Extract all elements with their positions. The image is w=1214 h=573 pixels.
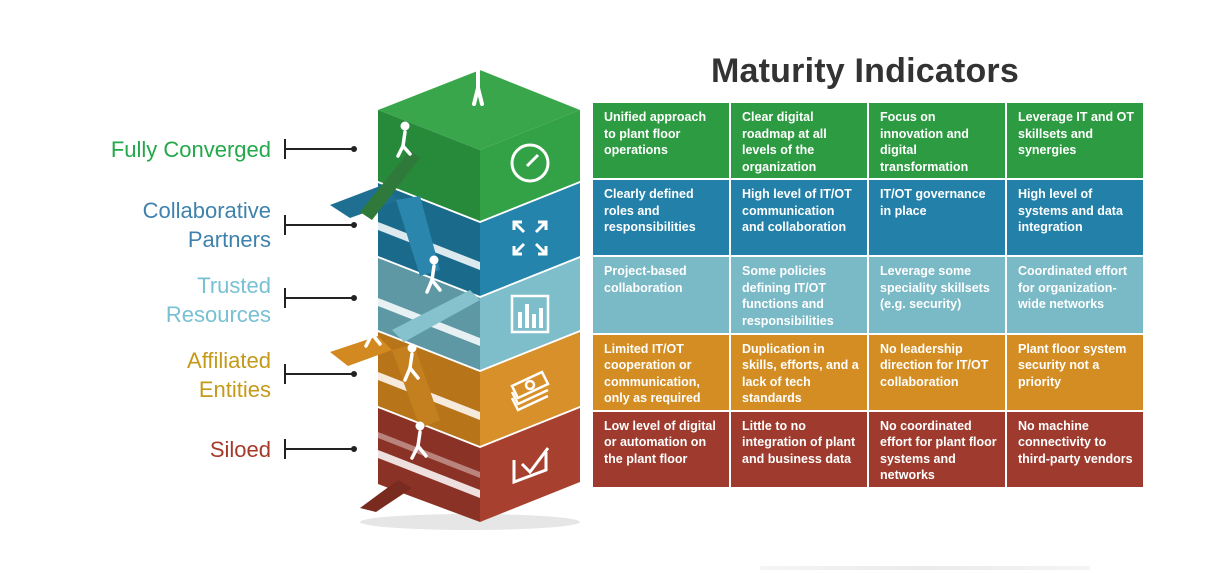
connector-fully-converged: [284, 139, 357, 159]
level-label-affiliated-entities: Affiliated Entities: [187, 346, 271, 404]
level-label-line1: Affiliated: [187, 348, 271, 373]
indicator-cell: High level of systems and data integrati…: [1007, 180, 1143, 256]
expand-arrows-icon: [512, 220, 548, 256]
ramp-collaborative-2: [396, 196, 440, 276]
tower-layer-siloed: [378, 408, 580, 522]
compass-icon: [510, 143, 550, 183]
maturity-indicators-table: Unified approach to plant floor operatio…: [593, 103, 1143, 487]
connector-collaborative-partners: [284, 215, 357, 235]
level-label-fully-converged: Fully Converged: [111, 135, 271, 164]
level-label-line1: Siloed: [209, 437, 271, 462]
level-label-line1: Fully Converged: [110, 137, 271, 162]
indicator-cell: Coordinated effort for organization-wide…: [1007, 257, 1143, 333]
ramp-affiliated-2: [392, 344, 440, 428]
level-label-line1: Collaborative: [142, 198, 271, 223]
connector-affiliated-entities: [284, 364, 357, 384]
indicator-cell: Little to no integration of plant and bu…: [731, 411, 867, 487]
indicator-cell: Leverage some speciality skillsets (e.g.…: [869, 257, 1005, 333]
ramp-affiliated: [330, 336, 392, 366]
indicator-cell: No coordinated effort for plant floor sy…: [869, 411, 1005, 487]
indicator-cell: Project-based collaboration: [593, 257, 729, 333]
connector-trusted-resources: [284, 288, 357, 308]
money-stack-icon: [510, 370, 550, 412]
level-label-collaborative-partners: Collaborative Partners: [143, 196, 271, 254]
indicator-cell: High level of IT/OT communication and co…: [731, 180, 867, 256]
indicator-cell: Low level of digital or automation on th…: [593, 411, 729, 487]
ramp-trusted: [392, 290, 480, 342]
checkbox-icon: [512, 447, 550, 485]
bar-chart-icon: [510, 294, 550, 334]
level-label-siloed: Siloed: [210, 435, 271, 464]
indicator-cell: Focus on innovation and digital transfor…: [869, 103, 1005, 179]
indicator-cell: Clear digital roadmap at all levels of t…: [731, 103, 867, 179]
maturity-tower-illustration: [330, 53, 580, 530]
level-label-line2: Entities: [198, 377, 271, 402]
level-label-trusted-resources: Trusted Resources: [166, 271, 271, 329]
indicator-cell: No leadership direction for IT/OT collab…: [869, 334, 1005, 410]
indicator-cell: IT/OT governance in place: [869, 180, 1005, 256]
indicator-cell: No machine connectivity to third-party v…: [1007, 411, 1143, 487]
indicator-cell: Clearly defined roles and responsibiliti…: [593, 180, 729, 256]
level-label-line2: Resources: [165, 302, 271, 327]
indicator-cell: Plant floor system security not a priori…: [1007, 334, 1143, 410]
person-climbing-icon: [364, 121, 442, 460]
indicator-cell: Leverage IT and OT skillsets and synergi…: [1007, 103, 1143, 179]
person-top-icon: [466, 53, 490, 106]
page-title: Maturity Indicators: [711, 52, 1019, 90]
ramp-siloed: [360, 480, 412, 512]
indicator-cell: Unified approach to plant floor operatio…: [593, 103, 729, 179]
ramp-converged: [360, 150, 420, 220]
footer-faint-text: [760, 566, 1090, 570]
indicator-cell: Some policies defining IT/OT functions a…: [731, 257, 867, 333]
level-label-line2: Partners: [187, 227, 271, 252]
indicator-cell: Duplication in skills, efforts, and a la…: [731, 334, 867, 410]
connector-siloed: [284, 439, 357, 459]
level-label-line1: Trusted: [197, 273, 271, 298]
indicator-cell: Limited IT/OT cooperation or communicati…: [593, 334, 729, 410]
